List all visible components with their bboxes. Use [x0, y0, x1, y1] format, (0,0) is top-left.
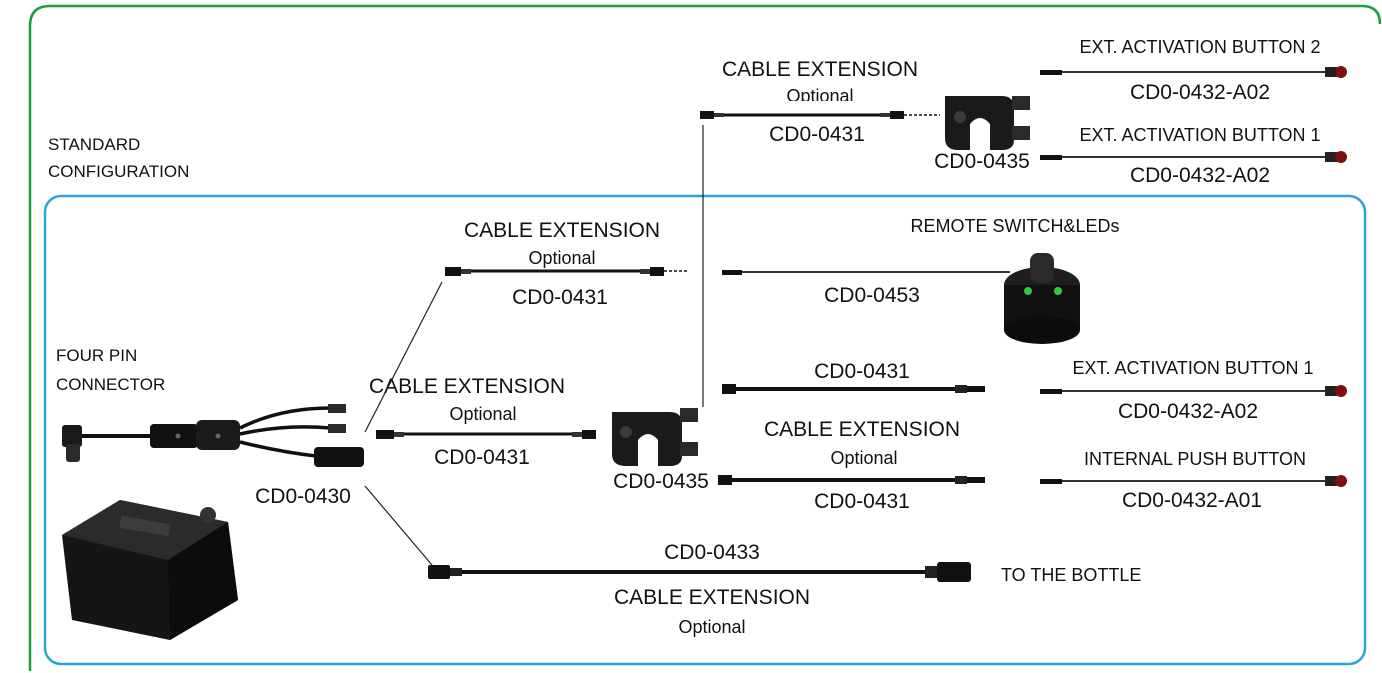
- internal-push-button-cable: [1040, 475, 1347, 487]
- connector-lines: [364, 125, 704, 566]
- top-cable-extension-optional: Optional: [786, 87, 854, 101]
- main-splitter-code: CD0-0435: [613, 470, 709, 493]
- top-button-1-title: EXT. ACTIVATION BUTTON 1: [1079, 125, 1321, 145]
- top-cable-extension-title: CABLE EXTENSION: [721, 58, 919, 81]
- middle-cable-extension: [376, 430, 596, 439]
- section-title-line2: CONFIGURATION: [48, 162, 190, 181]
- top-button-1-code: CD0-0432-A02: [1129, 164, 1271, 187]
- right-extension-title: CABLE EXTENSION: [763, 418, 961, 441]
- control-box-image: [62, 500, 238, 640]
- top-cable-extension-code: CD0-0431: [769, 123, 865, 146]
- section-title-line1: STANDARD: [48, 135, 141, 154]
- bottle-cable: [428, 562, 971, 582]
- right-bottom-cable-code: CD0-0431: [814, 490, 910, 513]
- top-button-2-code: CD0-0432-A02: [1129, 81, 1271, 104]
- push-button-code: CD0-0432-A01: [1121, 489, 1263, 512]
- connector-code: CD0-0430: [255, 485, 351, 508]
- link-to-upper-extension: [364, 281, 443, 433]
- remote-switch-code: CD0-0453: [824, 284, 920, 307]
- right-bottom-cable: [718, 475, 985, 485]
- top-cable-extension: [700, 111, 940, 119]
- link-to-bottom-extension: [364, 485, 433, 566]
- push-button-title: INTERNAL PUSH BUTTON: [1083, 449, 1307, 469]
- ext-button-1-code: CD0-0432-A02: [1117, 400, 1259, 423]
- right-top-cable-code: CD0-0431: [814, 360, 910, 383]
- ext-button-1-cable: [1040, 385, 1347, 397]
- top-button-2-title: EXT. ACTIVATION BUTTON 2: [1079, 37, 1321, 57]
- remote-switch-device: [1004, 253, 1080, 344]
- remote-switch-cable: [722, 270, 1010, 275]
- middle-extension-optional: Optional: [449, 404, 517, 424]
- top-splitter-code: CD0-0435: [934, 150, 1030, 173]
- connector-title-line1: FOUR PIN: [56, 346, 138, 365]
- bottle-target-label: TO THE BOTTLE: [1001, 565, 1142, 585]
- upper-extension-optional: Optional: [528, 248, 596, 268]
- top-button-2-cable: [1040, 66, 1347, 78]
- right-extension-optional: Optional: [830, 448, 898, 468]
- top-button-1-cable: [1040, 151, 1347, 163]
- bottle-extension-optional: Optional: [678, 617, 746, 637]
- upper-extension-code: CD0-0431: [512, 286, 608, 309]
- middle-extension-code: CD0-0431: [434, 446, 530, 469]
- main-splitter: [612, 408, 698, 466]
- standard-configuration-frame: [43, 194, 1367, 666]
- outer-frame: [28, 4, 1382, 671]
- upper-cable-extension: [445, 267, 688, 276]
- four-pin-connector-harness: [62, 404, 364, 467]
- top-splitter: [945, 96, 1030, 150]
- connector-title-line2: CONNECTOR: [56, 375, 166, 394]
- ext-button-1-title: EXT. ACTIVATION BUTTON 1: [1072, 358, 1314, 378]
- middle-extension-title: CABLE EXTENSION: [368, 375, 566, 398]
- remote-switch-title: REMOTE SWITCH&LEDs: [910, 216, 1120, 236]
- right-top-cable: [722, 384, 985, 394]
- bottle-cable-code: CD0-0433: [664, 541, 760, 564]
- upper-extension-title: CABLE EXTENSION: [463, 219, 661, 242]
- bottle-extension-title: CABLE EXTENSION: [613, 586, 811, 609]
